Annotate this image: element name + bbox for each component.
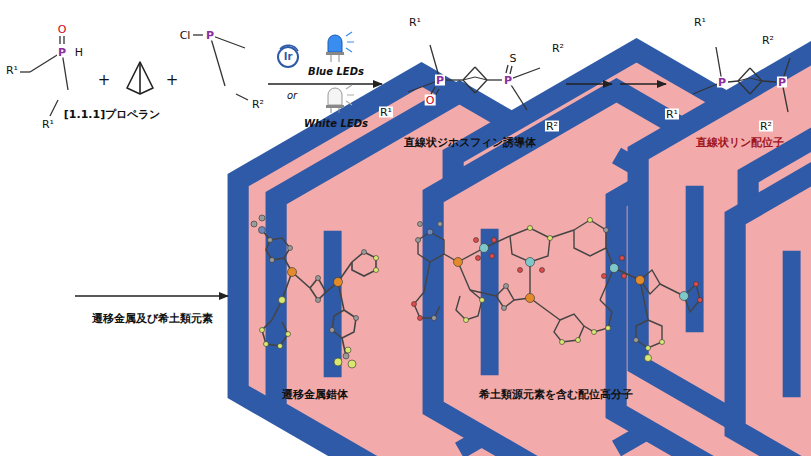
substituent-label: R¹ bbox=[665, 109, 679, 120]
atom-label: P bbox=[435, 75, 445, 86]
substituent-label: R² bbox=[551, 43, 565, 54]
atom-label: P bbox=[503, 75, 513, 86]
substituent-label: R¹ bbox=[41, 119, 55, 130]
substituent-label: R² bbox=[545, 121, 559, 132]
atom-label: S bbox=[509, 53, 518, 64]
plus-sign: + bbox=[166, 73, 179, 88]
atom-label: P bbox=[717, 77, 727, 88]
compound-name: 直線状ジホスフィン誘導体 bbox=[404, 137, 536, 148]
substituent-label: R¹ bbox=[5, 65, 19, 76]
atom-label: Cl bbox=[179, 30, 192, 41]
substituent-label: R¹ bbox=[408, 17, 422, 28]
plus-sign: + bbox=[98, 73, 111, 88]
substituent-label: R² bbox=[251, 99, 265, 110]
structure-caption: 希土類源元素を含む配位高分子 bbox=[479, 389, 633, 400]
catalyst-label: Ir bbox=[284, 52, 293, 62]
atom-label: O bbox=[57, 24, 68, 35]
conjunction-label: or bbox=[287, 91, 297, 101]
compound-name: [1.1.1]プロペラン bbox=[64, 109, 160, 120]
substituent-label: R² bbox=[759, 121, 773, 132]
atom-label: P bbox=[777, 77, 787, 88]
atom-label: H bbox=[74, 47, 84, 58]
substituent-label: R¹ bbox=[693, 17, 707, 28]
atom-label: P bbox=[205, 30, 215, 41]
light-source-label: Blue LEDs bbox=[308, 67, 364, 77]
structure-caption: 遷移金属錯体 bbox=[282, 389, 348, 400]
light-source-label: White LEDs bbox=[304, 119, 368, 129]
atom-label: O bbox=[425, 95, 436, 106]
substituent-label: R¹ bbox=[379, 107, 393, 118]
reagent-label: 遷移金属及び希土類元素 bbox=[92, 313, 213, 324]
compound-name: 直線状リン配位子 bbox=[696, 137, 784, 148]
substituent-label: R² bbox=[761, 35, 775, 46]
atom-label: P bbox=[57, 47, 67, 58]
